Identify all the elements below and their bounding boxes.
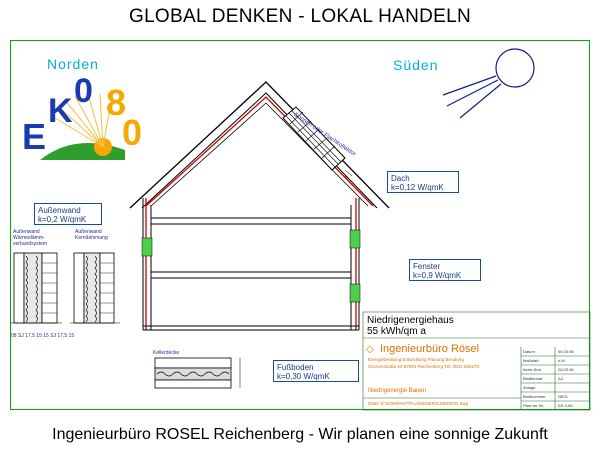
logo-digit-0b: 0: [122, 112, 143, 153]
sun-icon: [442, 48, 535, 119]
titleblock-project: Niedrigenergie Bauen: [368, 388, 427, 394]
titleblock-row-key: Plan ver Nr.: [523, 403, 544, 408]
wall-a-label: Außenwand Wärmedämm- verbundsystem: [13, 229, 47, 247]
roof-value: k=0,12 W/qmK: [391, 183, 444, 192]
title-block-frame: [362, 311, 591, 411]
drawing-frame: [10, 40, 590, 410]
titleblock-row-key: Anlage: [523, 385, 536, 390]
wall-dimensions: 08 SJ 17,5 15 15 SJ 17,5 15: [11, 333, 75, 339]
titleblock-row-value: o.M.: [558, 358, 566, 363]
titleblock-row-key: letzte Änd.: [523, 367, 542, 372]
floor-value: k=0,30 W/qmK: [277, 372, 330, 381]
logo-letter-k: K: [48, 92, 73, 130]
collector-icon: [282, 106, 353, 183]
company-logo-icon: ◇: [366, 344, 374, 355]
window-name: Fenster: [413, 262, 441, 271]
titleblock-row-key: Datum: [523, 349, 535, 354]
logo-digit-8: 8: [106, 82, 127, 123]
titleblock-row-value: 06.03.98: [558, 349, 574, 354]
titleblock-line2: 55 kWh/qm a: [367, 326, 426, 337]
logo-digit-0: 0: [74, 72, 93, 110]
south-label: Süden: [393, 57, 439, 73]
titleblock-line1: Niedrigenergiehaus: [367, 315, 454, 326]
outer-wall-label-box: Außenwand k=0,2 W/qmK: [34, 203, 102, 225]
basement-slab-detail: [154, 357, 241, 389]
window-label-box: Fenster k=0,9 W/qmK: [409, 259, 481, 281]
titleblock-sub2: Sonnenstraße 23 97084 Reichenberg Tel. 0…: [368, 364, 480, 369]
house-section: [129, 81, 390, 331]
titleblock-row-key: Blattnummer: [523, 394, 546, 399]
titleblock-row-value: 26.03.98: [558, 367, 574, 372]
titleblock-row-value: EK-0-80: [558, 403, 573, 408]
titleblock-sub1: Energieberatung Entwicklung Planung Bera…: [368, 357, 464, 362]
wall-detail-b: [70, 252, 120, 324]
floor-label-box: Fußboden k=0,30 W/qmK: [273, 360, 359, 382]
titleblock-file: Datei: E:\KOMPAKT\PLAN\ENERG\NIEDRIG.dwg: [368, 401, 468, 406]
outer-wall-value: k=0,2 W/qmK: [38, 215, 87, 224]
roof-name: Dach: [391, 174, 410, 183]
titleblock-company: Ingenieurbüro Rösel: [380, 343, 480, 355]
logo-letter-e: E: [22, 116, 47, 157]
wall-detail-a: [10, 252, 62, 324]
eko80-logo-icon: [40, 93, 125, 160]
page-title: GLOBAL DENKEN - LOKAL HANDELN: [128, 6, 471, 27]
titleblock-row-key: Blattformat: [523, 376, 543, 381]
outer-wall-name: Außenwand: [38, 206, 81, 215]
footer-slogan: Ingenieurbüro ROSEL Reichenberg - Wir pl…: [52, 426, 548, 443]
window-value: k=0,9 W/qmK: [413, 271, 462, 280]
titleblock-row-key: Maßstab: [523, 358, 539, 363]
wall-b-label: Außenwand Kerndämmung: [75, 229, 108, 241]
titleblock-row-value: NE01: [558, 394, 569, 399]
roof-label-box: Dach k=0,12 W/qmK: [387, 171, 459, 193]
floor-name: Fußboden: [277, 363, 314, 372]
basement-label: Kellerdecke: [153, 350, 180, 356]
north-label: Norden: [47, 56, 99, 72]
titleblock-row-value: A4: [558, 376, 563, 381]
